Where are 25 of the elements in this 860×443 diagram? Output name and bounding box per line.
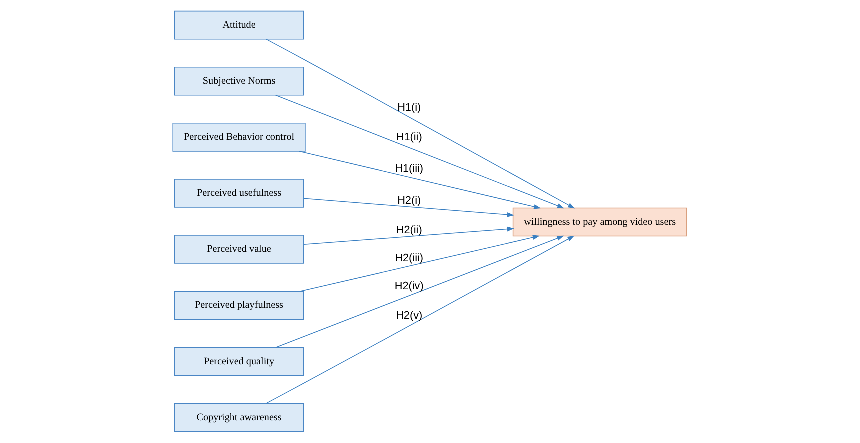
node-box: Subjective Norms <box>174 66 304 96</box>
arrow <box>304 198 514 218</box>
arrow <box>266 39 576 209</box>
edge-label: H1(i) <box>398 102 422 114</box>
edge-label: H1(ii) <box>396 132 422 144</box>
node-box: Perceived usefulness <box>174 179 304 208</box>
node-box: Perceived value <box>174 235 304 264</box>
arrow <box>276 236 564 348</box>
edge-label: H2(ii) <box>396 224 422 236</box>
node-box: Perceived Behavior control <box>172 123 306 152</box>
node-box: Copyright awareness <box>174 403 304 432</box>
edge-label: H2(v) <box>396 310 423 322</box>
node-box: Perceived quality <box>174 347 304 376</box>
node-box: Attitude <box>174 10 304 40</box>
arrow <box>300 235 540 292</box>
edge-label: H2(iii) <box>395 252 424 264</box>
arrow <box>304 226 514 246</box>
arrow <box>299 151 542 210</box>
edge-label: H2(iv) <box>394 280 424 292</box>
edge-label: H2(i) <box>398 194 422 207</box>
edge-label: H1(iii) <box>395 162 424 175</box>
arrow <box>275 95 565 209</box>
node-box: Perceived playfulness <box>174 291 304 320</box>
node-box: willingness to pay among video users <box>512 208 688 237</box>
arrow <box>266 236 575 404</box>
